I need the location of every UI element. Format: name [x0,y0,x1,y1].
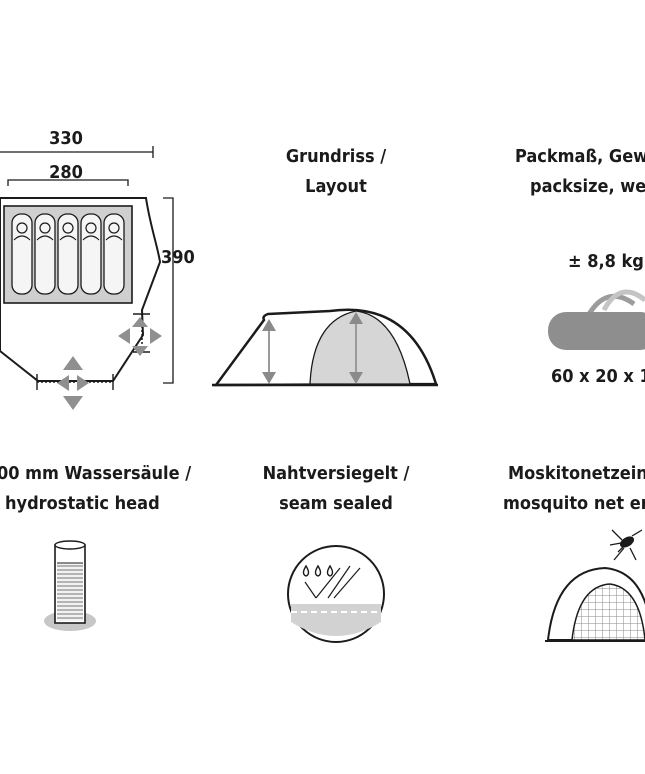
pack-weight-label: ± 8,8 kg [568,251,644,272]
mosquito-line1: Moskitonetzeing [508,463,645,484]
layout-title-line1: Grundriss / [285,146,387,167]
width-outer-bracket [0,146,154,158]
packsize-title-line2: packsize, wei [530,176,645,197]
layout-title-line2: Layout [305,176,367,197]
pack-bag-icon [548,289,645,350]
hydrostatic-line1: 00 mm Wassersäule / [0,463,192,484]
floor-width-inner-label: 280 [49,162,83,183]
seam-sealed-icon [287,545,385,643]
front-entrance-arrows-icon [57,356,89,410]
tent-inner-dome [309,310,411,385]
mosquito-line2: mosquito net en [503,493,645,514]
packsize-title-line1: Packmaß, Gewi [515,146,645,167]
height-arrows-icon [268,318,357,378]
mosquito-icon [609,529,643,561]
water-drops-icon [302,564,334,577]
pack-dimensions-label: 60 x 20 x 1 [551,366,645,387]
floor-width-outer-label: 330 [49,128,83,149]
seam-line2: seam sealed [279,493,393,514]
hydrostatic-line2: hydrostatic head [5,493,160,514]
sleeping-bag-heads [13,222,123,241]
tent-side-view [212,308,438,387]
mosquito-net-icon [545,529,645,642]
side-entrance-arrows-icon [118,317,162,356]
length-bracket [163,197,174,384]
hydrostatic-column-icon [44,540,96,631]
seam-line1: Nahtversiegelt / [262,463,410,484]
deflect-arrows-icon [304,565,361,599]
width-inner-bracket [7,179,129,186]
floorplan-diagram [0,146,174,410]
sleeping-bags [11,213,125,295]
floor-length-label: 390 [161,247,195,268]
